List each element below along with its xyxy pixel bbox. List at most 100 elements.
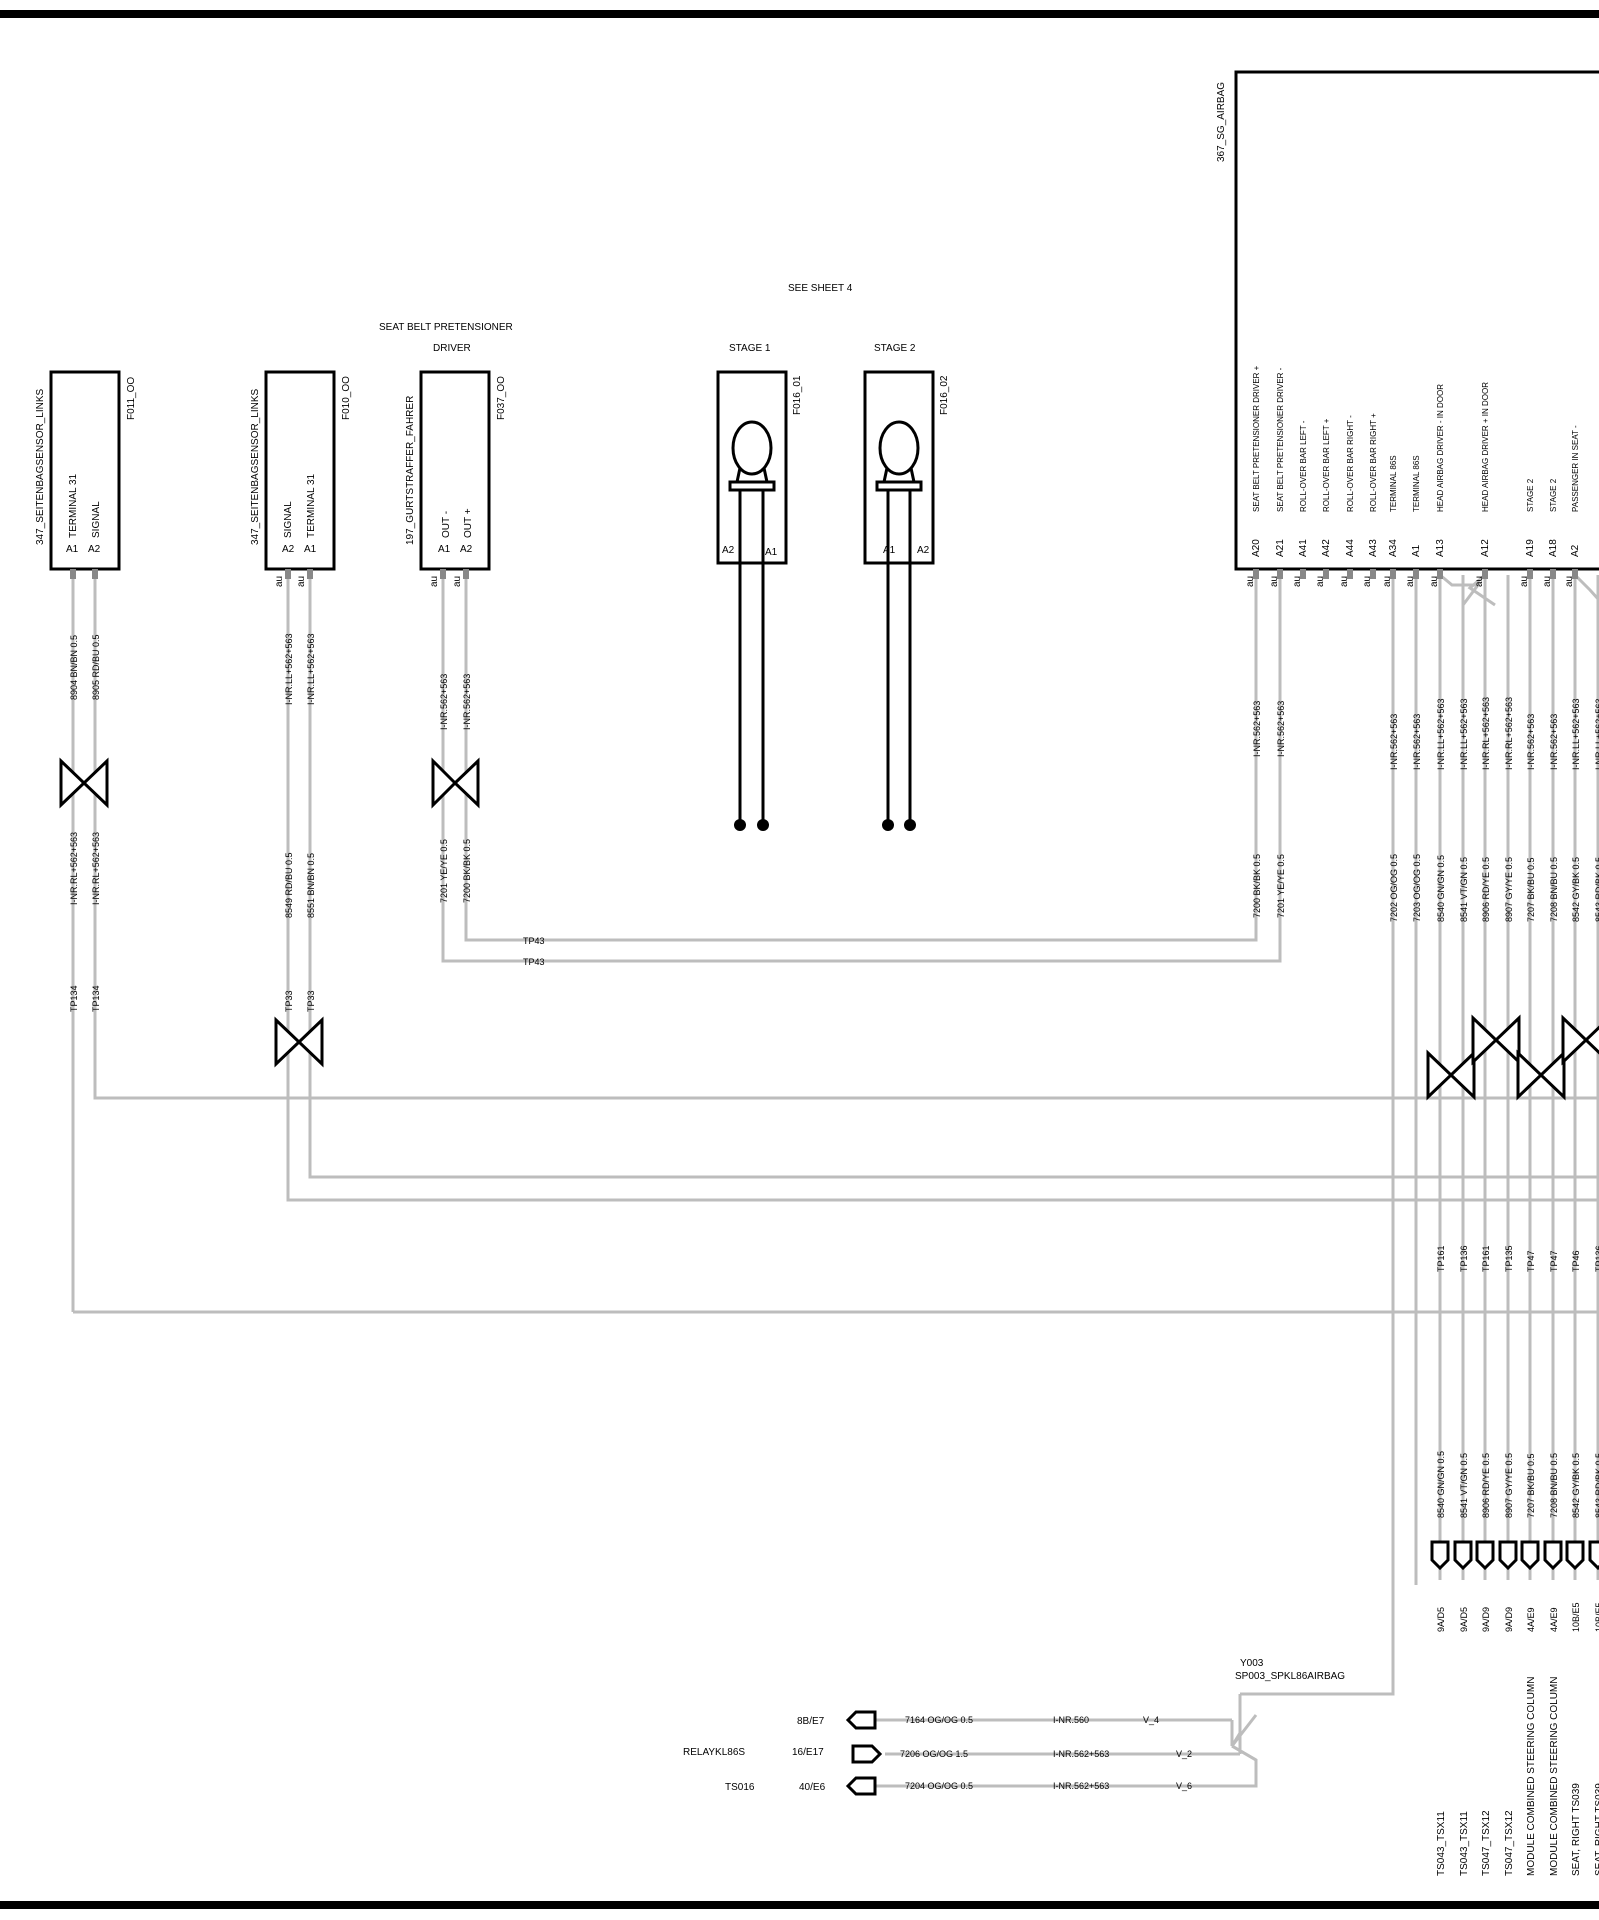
- module-pin-function: TERMINAL 86S: [1389, 455, 1398, 512]
- pretensioner-box[interactable]: [419, 370, 491, 571]
- component-id: F010_OO: [341, 376, 352, 420]
- wire-label: TP135: [1504, 1245, 1514, 1272]
- wire-label: TP33: [284, 990, 294, 1012]
- component-title: SEAT BELT PRETENSIONER: [379, 322, 513, 333]
- row-inr: I-NR.562+563: [1053, 1781, 1109, 1791]
- wire-label: 7208 BN/BU 0.5: [1549, 1453, 1559, 1518]
- wire-label: TP134: [69, 985, 79, 1012]
- wire-ref: 9A/D5: [1459, 1607, 1469, 1632]
- module-pin-function: ROLL-OVER BAR RIGHT +: [1369, 413, 1378, 512]
- module-pin-number: A2: [1570, 544, 1581, 557]
- wire-label: I-NR.LL+562+563: [1594, 698, 1599, 770]
- connector-bowtie: [1471, 1014, 1521, 1066]
- wire-label: I-NR.RL+562+563: [91, 832, 101, 905]
- row-wire: 7204 OG/OG 0.5: [905, 1781, 973, 1791]
- pin-function: OUT +: [463, 508, 474, 538]
- row-label: TS016: [725, 1782, 755, 1793]
- pin-function: TERMINAL 31: [68, 473, 79, 538]
- top-border: [0, 10, 1599, 18]
- wire-label: 8551 BN/BN 0.5: [306, 853, 316, 918]
- module-pin-function: STAGE 2: [1526, 478, 1535, 512]
- airbag-module-name: 367_SG_AIRBAG: [1216, 82, 1227, 162]
- wire-destination: SEAT, RIGHT TS039: [1594, 1783, 1599, 1876]
- row-ref: 40/E6: [799, 1782, 826, 1793]
- pin-stub: [1370, 569, 1376, 579]
- wire-label: I-NR.562+563: [1526, 714, 1536, 770]
- stage1-title: STAGE 1: [729, 343, 771, 354]
- seitenbag-sensor-right-box[interactable]: [264, 370, 336, 571]
- module-pin-number: A44: [1345, 539, 1356, 557]
- module-pin-function: SEAT BELT PRETENSIONER DRIVER +: [1252, 365, 1261, 512]
- module-pin-number: A43: [1368, 539, 1379, 557]
- stage1-box[interactable]: [716, 370, 788, 565]
- wire-label: 8540 GN/GN 0.5: [1436, 855, 1446, 922]
- wire-label: TP136: [1594, 1245, 1599, 1272]
- pin-function: SIGNAL: [91, 501, 102, 538]
- pin-tag: au: [1382, 576, 1393, 587]
- wire-label: I-NR.RL+562+563: [1481, 697, 1491, 770]
- stage2-box[interactable]: [863, 370, 935, 565]
- wire-label: 7200 BK/BK 0.5: [1252, 854, 1262, 918]
- pin-function: SIGNAL: [283, 501, 294, 538]
- module-pin-number: A19: [1525, 539, 1536, 557]
- module-pin-number: A42: [1321, 539, 1332, 557]
- pin-tag: au: [1405, 576, 1416, 587]
- wire-destination: MODULE COMBINED STEERING COLUMN: [1549, 1677, 1560, 1876]
- wire-label: 8549 RD/BU 0.5: [284, 852, 294, 918]
- wire-label: 7200 BK/BK 0.5: [462, 839, 472, 903]
- pin-tag: au: [452, 576, 463, 587]
- pin-stub: [1437, 569, 1443, 579]
- splice-id: Y003: [1240, 1658, 1264, 1669]
- wire-ref: 10B/E5: [1571, 1602, 1581, 1632]
- pin-stub: [1572, 569, 1578, 579]
- pin-stub: [1347, 569, 1353, 579]
- wire-label: I-NR.LL+562+563: [1459, 698, 1469, 770]
- pin-stubs: [70, 569, 469, 579]
- row-v: V_6: [1176, 1781, 1192, 1791]
- pin-stub: [1300, 569, 1306, 579]
- wire-label: TP134: [91, 985, 101, 1012]
- connector-bowtie: [59, 757, 109, 809]
- pin-tag: au: [1564, 576, 1575, 587]
- module-pin-function: ROLL-OVER BAR RIGHT -: [1346, 415, 1355, 512]
- wire-label: 8905 RD/BU 0.5: [91, 634, 101, 700]
- pin-number: A1: [765, 547, 778, 558]
- module-pin-number: A1: [1411, 544, 1422, 557]
- module-pin-number: A12: [1480, 539, 1491, 557]
- pin-tag: au: [1245, 576, 1256, 587]
- row-label: RELAYKL86S: [683, 1747, 745, 1758]
- seitenbag-sensor-left-box[interactable]: [49, 370, 121, 571]
- wire-label: I-NR.LL+562+563: [284, 633, 294, 705]
- wire-label: I-NR.562+563: [439, 674, 449, 730]
- pin-function: OUT -: [441, 511, 452, 538]
- pin-number: A2: [917, 545, 930, 556]
- component-name: 347_SEITENBAGSENSOR_LINKS: [250, 388, 261, 545]
- wire-label: I-NR.562+563: [1549, 714, 1559, 770]
- pin-number: A2: [722, 545, 735, 556]
- pin-number: A1: [883, 545, 896, 556]
- pin-tag: au: [1339, 576, 1350, 587]
- wire-label: I-NR.RL+562+563: [69, 832, 79, 905]
- component-id: F016_02: [939, 375, 950, 415]
- component-name: 347_SEITENBAGSENSOR_LINKS: [35, 388, 46, 545]
- wire-ref: 9A/D9: [1481, 1607, 1491, 1632]
- wire-ref: 4A/E9: [1526, 1607, 1536, 1632]
- connector-bowtie: [274, 1016, 324, 1068]
- pin-number: A2: [282, 544, 295, 555]
- pin-stub: [1527, 569, 1533, 579]
- wire-label: 8907 GY/YE 0.5: [1504, 857, 1514, 922]
- wire-label: 7207 BK/BU 0.5: [1526, 857, 1536, 922]
- pin-tag: au: [1474, 576, 1485, 587]
- connector-bowtie: [1516, 1049, 1566, 1101]
- component-id: F037_OO: [496, 376, 507, 420]
- row-wire: 7164 OG/OG 0.5: [905, 1715, 973, 1725]
- pin-number: A2: [88, 544, 101, 555]
- stage2-bulb-icon: [875, 420, 923, 831]
- pin-tag: au: [1362, 576, 1373, 587]
- module-pin-function: SEAT BELT PRETENSIONER DRIVER -: [1276, 367, 1285, 512]
- pin-tag: au: [274, 576, 285, 587]
- wire-ref: 9A/D9: [1504, 1607, 1514, 1632]
- wire-label: 7201 YE/YE 0.5: [439, 839, 449, 903]
- wire-label: TP136: [1459, 1245, 1469, 1272]
- wire-label: I-NR.LL+562+563: [1571, 698, 1581, 770]
